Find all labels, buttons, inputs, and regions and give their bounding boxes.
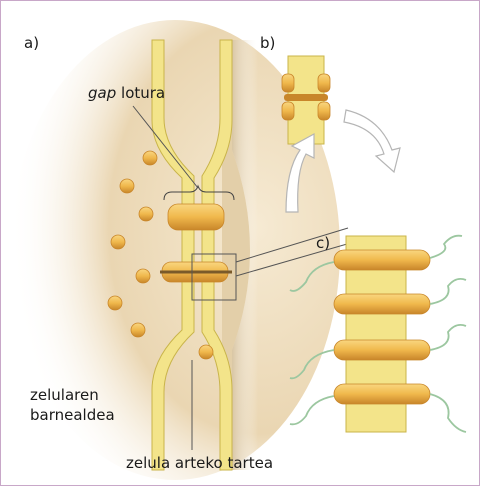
gap-junction-label: gap lotura [88,84,165,102]
panel-a-label: a) [24,34,39,52]
panel-c-channels [334,236,430,432]
panel-c-label: c) [316,234,330,252]
cell-interior-label-line2: barnealdea [30,406,115,424]
cell-interior-label-line1: zelularen [30,386,99,404]
intercellular-space-label: zelula arteko tartea [126,454,273,472]
panel-b-label: b) [260,34,275,52]
gap-rest-text: lotura [121,84,165,102]
panel-b-channel [282,56,330,144]
gap-italic-text: gap [88,84,116,102]
